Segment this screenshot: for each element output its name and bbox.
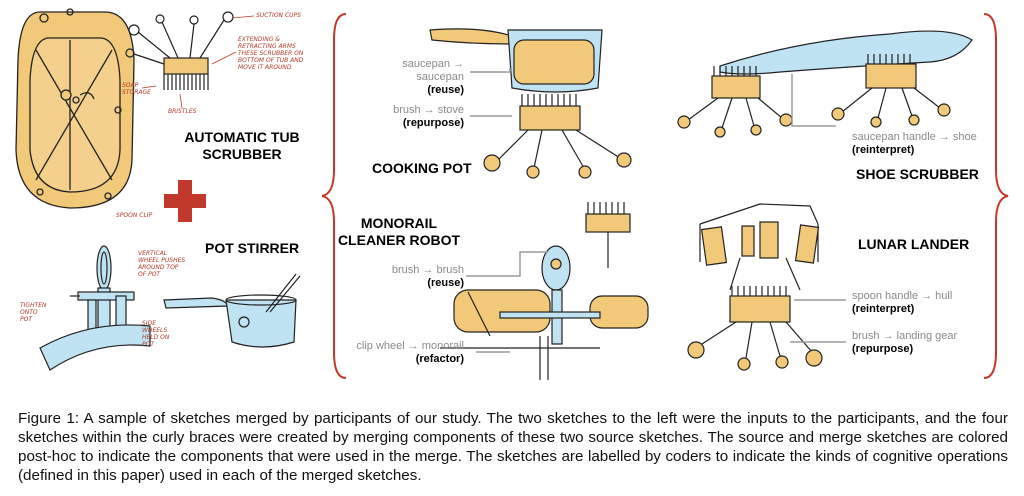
sketch-canvas bbox=[15, 8, 1009, 380]
title-shoe-scrubber: SHOE SCRUBBER bbox=[856, 166, 979, 182]
op-label: brush → brush (reuse) bbox=[356, 264, 464, 290]
title-lunar-lander: LUNAR LANDER bbox=[858, 236, 970, 252]
title-automatic-tub-scrubber: AUTOMATIC TUB SCRUBBER bbox=[184, 129, 300, 162]
op-kind: (reuse) bbox=[427, 277, 464, 289]
op-kind: (reinterpret) bbox=[852, 144, 915, 156]
op-kind: (reuse) bbox=[427, 84, 464, 96]
op-mapping: saucepan handle → shoe bbox=[852, 131, 977, 143]
note-soap-storage: SOAP STORAGE bbox=[122, 82, 151, 96]
op-kind: (repurpose) bbox=[852, 343, 914, 355]
title-cooking-pot: COOKING POT bbox=[372, 160, 472, 176]
monorail-sketch bbox=[440, 202, 649, 380]
op-label: brush → stove (repurpose) bbox=[356, 104, 464, 130]
tub-sketch bbox=[15, 8, 135, 209]
note-suction-cups: SUCTION CUPS bbox=[256, 12, 301, 19]
figure-1: AUTOMATIC TUB SCRUBBER POT STIRRER COOKI… bbox=[15, 8, 1009, 380]
title-monorail-cleaner-robot: MONORAIL CLEANER ROBOT bbox=[337, 215, 461, 248]
left-curly-brace bbox=[321, 13, 347, 379]
op-mapping: spoon handle → hull bbox=[852, 290, 953, 302]
note-spoon-clip: SPOON CLIP bbox=[116, 212, 153, 219]
shoe-scrubber-sketch bbox=[677, 30, 973, 138]
pot-stirrer-sketch bbox=[39, 245, 151, 371]
pointer-lines bbox=[470, 68, 512, 117]
op-kind: (repurpose) bbox=[402, 117, 464, 129]
op-mapping: clip wheel → monorail bbox=[356, 340, 464, 352]
op-label: saucepan handle → shoe (reinterpret) bbox=[852, 131, 977, 157]
note-tighten: TIGHTEN ONTO POT bbox=[20, 302, 47, 323]
note-side-wheels: SIDE WHEELS HELD ON POT bbox=[142, 320, 170, 348]
cooking-pot-sketch bbox=[429, 28, 632, 179]
op-kind: (refactor) bbox=[415, 353, 464, 365]
op-mapping: saucepan → saucepan bbox=[402, 58, 464, 83]
op-label: saucepan → saucepan (reuse) bbox=[356, 58, 464, 97]
right-curly-brace bbox=[983, 13, 1009, 379]
op-label: clip wheel → monorail (refactor) bbox=[340, 340, 464, 366]
figure-caption: Figure 1: A sample of sketches merged by… bbox=[18, 410, 1008, 484]
lunar-lander-sketch bbox=[687, 203, 823, 371]
op-label: brush → landing gear (repurpose) bbox=[852, 330, 957, 356]
op-label: spoon handle → hull (reinterpret) bbox=[852, 290, 952, 316]
stirring-pot-sketch bbox=[163, 273, 301, 348]
note-vertical-wheel: VERTICAL WHEEL PUSHES AROUND TOP OF POT bbox=[138, 250, 186, 278]
op-mapping: brush → landing gear bbox=[852, 330, 958, 342]
plus-icon bbox=[164, 180, 206, 222]
op-mapping: brush → stove bbox=[393, 104, 464, 116]
note-rotating-arms: EXTENDING & RETRACTING ARMS THESE SCRUBB… bbox=[238, 36, 304, 71]
op-kind: (reinterpret) bbox=[852, 303, 915, 315]
scrubber-detail-sketch bbox=[125, 11, 234, 90]
op-mapping: brush → brush bbox=[391, 264, 464, 276]
title-pot-stirrer: POT STIRRER bbox=[205, 240, 300, 256]
note-bristles: BRISTLES bbox=[168, 108, 197, 115]
